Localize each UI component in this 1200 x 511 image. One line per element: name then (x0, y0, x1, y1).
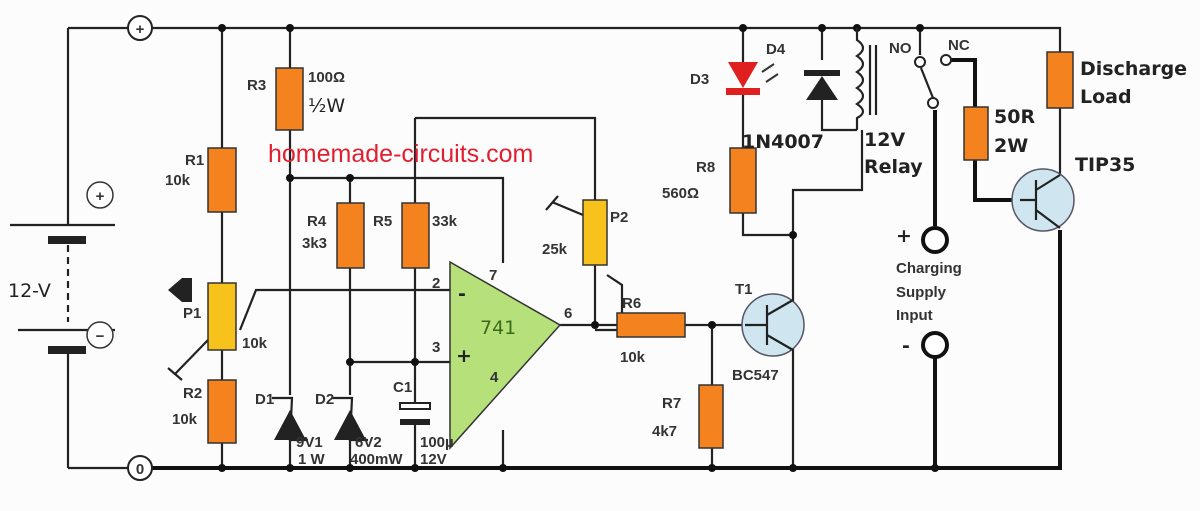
r4-name: R4 (307, 213, 327, 230)
transistor-tip35 (1011, 168, 1075, 232)
resistor-r2 (207, 379, 237, 444)
junction-dots (218, 24, 939, 472)
r3-rating: ½W (308, 95, 345, 117)
pin-4-label: 4 (490, 369, 499, 386)
resistor-r4 (336, 202, 365, 269)
pin-3-label: 3 (432, 339, 440, 356)
p1-value: 10k (242, 335, 268, 352)
p2-value: 25k (542, 241, 568, 258)
r3-value: 100Ω (308, 69, 345, 86)
resistor-r6 (616, 312, 686, 338)
supply-plus-terminal: + (127, 15, 153, 41)
r8-value: 560Ω (662, 185, 699, 202)
charging-plus-sign: + (896, 225, 912, 247)
c1-rating: 12V (420, 451, 447, 468)
capacitor-c1 (399, 402, 431, 425)
pin-7-label: 7 (489, 267, 497, 284)
p2-name: P2 (610, 209, 628, 226)
relay-nc-label: NC (948, 37, 970, 54)
potentiometer-p1 (207, 282, 237, 351)
resistor-r8 (729, 147, 757, 214)
d1-value: 9V1 (296, 434, 323, 451)
charging-plus-terminal (921, 226, 949, 254)
r8-name: R8 (696, 159, 715, 176)
c1-name: C1 (393, 379, 412, 396)
resistor-r5 (401, 202, 430, 269)
resistor-50r (963, 106, 989, 161)
pin-6-label: 6 (564, 305, 572, 322)
resistor-r1 (207, 147, 237, 213)
led-d3 (726, 62, 779, 95)
battery-minus-sign: − (96, 328, 105, 345)
diode-d4 (804, 70, 840, 100)
discharge-load (1046, 51, 1074, 109)
opamp-inverting-sign: - (458, 283, 466, 305)
p1-name: P1 (183, 305, 201, 322)
d4-value: 1N4007 (742, 131, 824, 153)
d2-rating: 400mW (350, 451, 403, 468)
zener-d1 (272, 396, 308, 442)
d1-name: D1 (255, 391, 274, 408)
base-resistor-rating: 2W (994, 135, 1028, 157)
r4-value: 3k3 (302, 235, 327, 252)
r1-name: R1 (185, 152, 204, 169)
charging-minus-terminal (921, 331, 949, 359)
d2-value: 6V2 (355, 434, 382, 451)
charging-label-2: Supply (896, 284, 947, 301)
potentiometer-p2 (582, 199, 608, 266)
r2-name: R2 (183, 385, 202, 402)
charging-label-3: Input (896, 307, 933, 324)
resistor-r3 (275, 67, 304, 131)
relay-label-1: 12V (864, 129, 905, 151)
wires (66, 26, 1062, 470)
transistor-t1 (741, 293, 805, 357)
d3-name: D3 (690, 71, 709, 88)
battery: + − 12-V (8, 181, 115, 354)
r7-name: R7 (662, 395, 681, 412)
t1-name: T1 (735, 281, 753, 298)
opamp-label: 741 (480, 317, 516, 339)
tip35-label: TIP35 (1075, 154, 1135, 176)
r6-value: 10k (620, 349, 646, 366)
load-label-1: Discharge (1080, 58, 1187, 80)
r5-value: 33k (432, 213, 458, 230)
r2-value: 10k (172, 411, 198, 428)
opamp-noninverting-sign: + (456, 345, 472, 367)
r3-name: R3 (247, 77, 266, 94)
relay-no-label: NO (889, 40, 912, 57)
r1-value: 10k (165, 172, 191, 189)
load-label-2: Load (1080, 86, 1132, 108)
opamp-741: 741 - + (449, 260, 562, 450)
r6-name: R6 (622, 295, 641, 312)
zener-d2 (332, 396, 368, 442)
watermark: homemade-circuits.com (268, 140, 533, 168)
t1-value: BC547 (732, 367, 779, 384)
ground-terminal: 0 (127, 455, 153, 481)
d1-rating: 1 W (298, 451, 326, 468)
r5-name: R5 (373, 213, 392, 230)
charging-minus-sign: - (902, 335, 910, 357)
d2-name: D2 (315, 391, 334, 408)
terminal-ground-label: 0 (136, 461, 144, 478)
base-resistor-value: 50R (994, 106, 1035, 128)
r7-value: 4k7 (652, 423, 677, 440)
battery-label: 12-V (8, 280, 51, 302)
terminal-plus-label: + (136, 21, 145, 38)
battery-plus-sign: + (96, 188, 105, 205)
d4-name: D4 (766, 41, 786, 58)
resistor-r7 (698, 384, 724, 449)
charging-label-1: Charging (896, 260, 962, 277)
pin-2-label: 2 (432, 275, 440, 292)
relay-label-2: Relay (864, 156, 923, 178)
relay (855, 28, 952, 130)
c1-value: 100µ (420, 434, 454, 451)
arrow-left-icon (168, 278, 192, 302)
